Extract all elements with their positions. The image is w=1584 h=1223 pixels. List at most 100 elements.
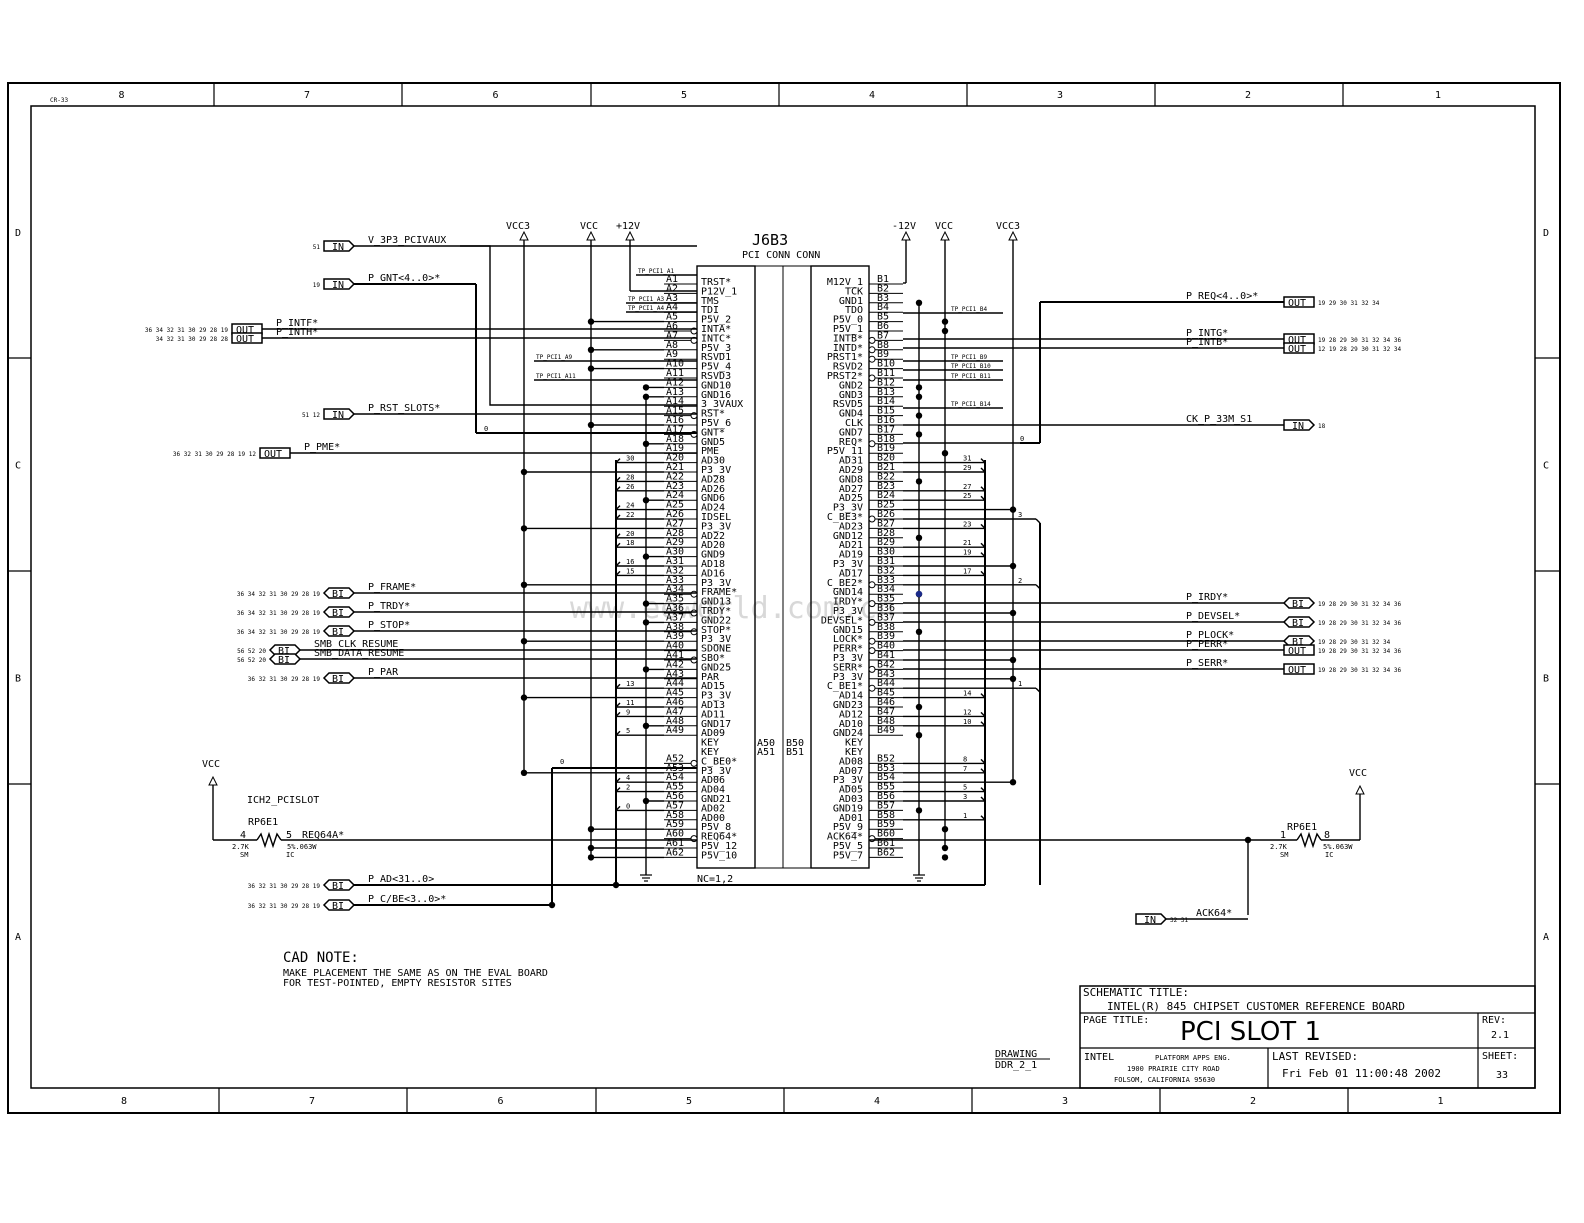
page-refs: 36 32 31 30 29 28 19 <box>248 676 321 683</box>
pin-number: A21 <box>666 462 684 473</box>
addr-line2: 1900 PRAIRIE CITY ROAD <box>1127 1065 1220 1073</box>
signal-name: CK_P_33M_S1 <box>1186 414 1252 425</box>
pin-number: B13 <box>877 387 895 398</box>
pin-name: REQ64* <box>701 832 737 843</box>
resistor-block: ICH2_PCISLOT <box>247 795 319 806</box>
port-symbol <box>1283 419 1316 431</box>
port-symbol <box>268 653 302 665</box>
zone-col-top: 8 <box>119 90 125 101</box>
port-symbol <box>323 240 356 252</box>
pin-name: STOP* <box>701 625 731 636</box>
tp-label: TP_PCI1_B9 <box>951 354 988 361</box>
zone-row-left: A <box>15 932 21 943</box>
pin-name: AD02 <box>701 803 725 814</box>
pin-number: A58 <box>666 810 684 821</box>
junction-dot <box>587 844 595 852</box>
pin-number: A40 <box>666 641 684 652</box>
power-vcc-right: VCC <box>935 221 953 232</box>
signal-name: V_3P3_PCIVAUX <box>368 235 446 246</box>
pin-number: B6 <box>877 321 889 332</box>
pin-number: A42 <box>666 659 684 670</box>
pin-number: A14 <box>666 396 684 407</box>
pin-name: GND25 <box>701 662 731 673</box>
watermark: www.eeworld.com.cn <box>570 591 895 626</box>
signal-name: SMB_CLK_RESUME <box>314 639 398 650</box>
pin-name: AD21 <box>839 540 863 551</box>
pin-number: A55 <box>666 782 684 793</box>
pin-name: AD11 <box>701 709 725 720</box>
tp-label: TP_PCI1_B10 <box>951 363 991 370</box>
junction-dot <box>941 327 949 335</box>
junction-dot <box>642 619 650 626</box>
page-refs: 19 28 29 30 31 32 34 36 <box>1318 648 1401 655</box>
junction-dot <box>642 666 650 673</box>
pin-name: RSVD5 <box>833 399 863 410</box>
pin-number: B17 <box>877 424 895 435</box>
port-direction: OUT <box>236 325 254 336</box>
signal-name: P_IRDY* <box>1186 592 1228 603</box>
pin-name: AD10 <box>839 719 863 730</box>
pin-name: P3_3V <box>701 691 731 702</box>
pin-number: A25 <box>666 500 684 511</box>
page-title-label: PAGE TITLE: <box>1083 1015 1149 1026</box>
bus-number: 0 <box>560 758 564 766</box>
pin-name: GND16 <box>701 390 731 401</box>
pin-number: A10 <box>666 359 684 370</box>
port-symbol <box>231 332 263 344</box>
port-direction: BI <box>332 608 344 619</box>
junction-dot <box>642 393 650 400</box>
mid-label-a51: A51 <box>757 747 775 758</box>
tp-label: TP_PCI1_A4 <box>628 305 665 312</box>
pin-number: B27 <box>877 518 895 529</box>
pin-number: B36 <box>877 603 895 614</box>
pin-number: A27 <box>666 518 684 529</box>
pin-number: B55 <box>877 782 895 793</box>
pin-number: B34 <box>877 584 895 595</box>
pin-name: P5V_8 <box>701 822 731 833</box>
pin-name: P3_3V <box>833 606 863 617</box>
zone-col-bottom: 8 <box>121 1096 127 1107</box>
pin-number: B7 <box>877 330 889 341</box>
sheet-number: 33 <box>1496 1070 1508 1081</box>
pin-name: P5V_5 <box>833 841 863 852</box>
schematic-title-label: SCHEMATIC TITLE: <box>1083 986 1189 999</box>
pin-name: TDO <box>845 305 863 316</box>
pin-name: AD23 <box>839 521 863 532</box>
pin-name: GND6 <box>701 493 725 504</box>
page-refs: 19 28 29 30 31 32 34 36 <box>1318 601 1401 608</box>
power-rails: VCC3 VCC +12V -12V VCC VCC3 <box>506 221 1020 882</box>
pin-name: TRST* <box>701 277 731 288</box>
bus-number: 25 <box>963 492 971 500</box>
pin-name: DEVSEL* <box>821 615 863 626</box>
pin-number: A2 <box>666 283 678 294</box>
bus-number: 10 <box>963 718 971 726</box>
pin-number: B4 <box>877 302 889 313</box>
bus-number: 5 <box>963 784 967 792</box>
pin-name: P12V_1 <box>701 286 737 297</box>
pin-number: A29 <box>666 537 684 548</box>
zone-row-right: C <box>1543 461 1549 472</box>
page-refs: 18 <box>1318 423 1326 430</box>
port-symbol <box>322 879 356 891</box>
signal-name: P_INTB* <box>1186 337 1228 348</box>
zone-row-right: B <box>1543 674 1549 685</box>
signal-name: ACK64* <box>1196 908 1232 919</box>
junction-dot <box>520 468 528 476</box>
junction-dot <box>941 318 949 325</box>
pin-name: AD12 <box>839 709 863 720</box>
pin-number: A20 <box>666 453 684 464</box>
pin-number: A34 <box>666 584 684 595</box>
port-direction: OUT <box>236 334 254 345</box>
pin-name: LOCK* <box>833 634 863 645</box>
pin-name: GND22 <box>701 615 731 626</box>
svg-text:SM: SM <box>240 851 248 859</box>
pin-name: C_BE0* <box>701 756 737 767</box>
zone-col-top: 2 <box>1245 90 1251 101</box>
zone-col-bottom: 1 <box>1438 1096 1444 1107</box>
bus-number: 27 <box>963 483 971 491</box>
title-block: SCHEMATIC TITLE: INTEL(R) 845 CHIPSET CU… <box>1079 985 1536 1089</box>
pin-name: PERR* <box>833 644 863 655</box>
signal-name: P_SERR* <box>1186 658 1228 669</box>
junction-dot <box>612 881 620 889</box>
pin-name: AD28 <box>701 474 725 485</box>
